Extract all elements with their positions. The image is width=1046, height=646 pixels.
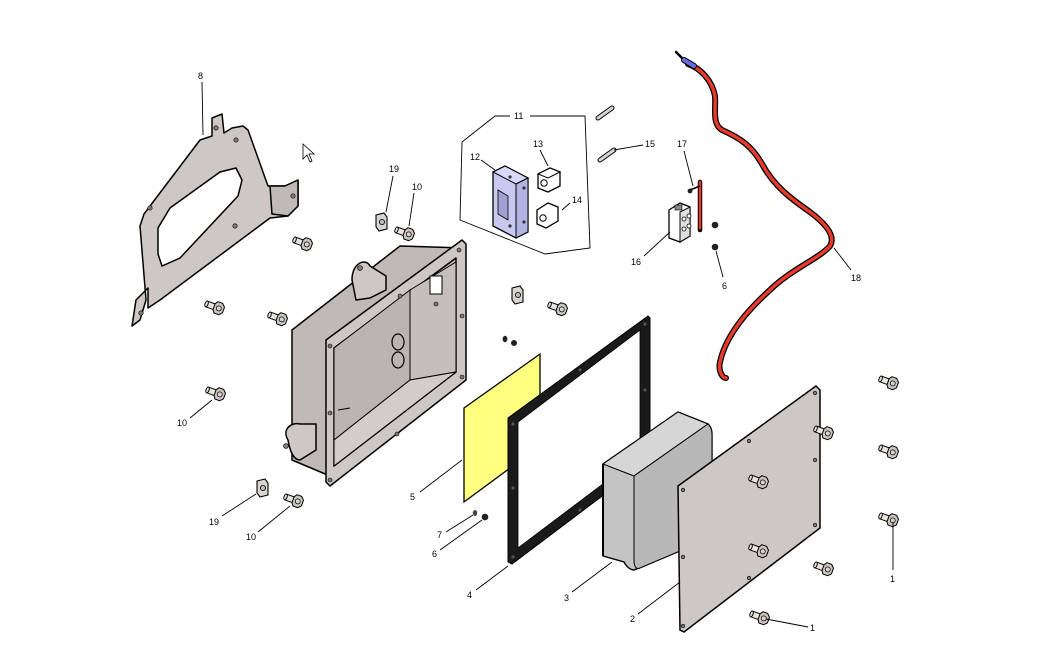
nut-part-6-lower — [481, 513, 489, 521]
back-plate-part-2 — [677, 385, 821, 633]
callout-3: 3 — [564, 593, 569, 603]
cable-part-18 — [674, 50, 835, 381]
callout-11: 11 — [514, 111, 523, 121]
callout-15: 15 — [645, 139, 655, 149]
callout-1-right: 1 — [890, 574, 895, 584]
washer-part-7 — [472, 510, 478, 516]
screw-part-15 — [595, 105, 617, 163]
clamp-block-part-13 — [536, 167, 562, 193]
kit-outline-part-11: 11 — [459, 111, 591, 255]
callout-10-upper: 10 — [412, 182, 422, 192]
callout-19-lower: 19 — [209, 517, 219, 527]
callout-1-bottom: 1 — [810, 623, 815, 633]
callout-4: 4 — [467, 590, 472, 600]
callout-7: 7 — [437, 530, 442, 540]
mounting-bracket-part-8 — [131, 113, 299, 327]
callout-17: 17 — [677, 139, 687, 149]
jumper-wire-part-17 — [687, 179, 703, 233]
callout-8: 8 — [198, 71, 203, 81]
callout-2: 2 — [630, 614, 635, 624]
washers-upper — [502, 335, 517, 346]
callout-5: 5 — [410, 492, 415, 502]
terminal-part-16 — [668, 202, 692, 243]
callout-6-lower: 6 — [432, 549, 437, 559]
nut-part-6-upper — [711, 221, 719, 251]
callout-10-lower: 10 — [246, 532, 256, 542]
callout-12: 12 — [470, 152, 480, 162]
callout-6-upper: 6 — [722, 281, 727, 291]
callout-19-upper: 19 — [389, 164, 399, 174]
clamp-block-part-14 — [536, 202, 559, 229]
arrow-cursor-icon — [302, 143, 316, 163]
callout-18: 18 — [851, 273, 861, 283]
terminal-block-part-12 — [491, 165, 530, 239]
callout-13: 13 — [533, 139, 543, 149]
housing-box — [283, 239, 467, 487]
callout-16: 16 — [631, 257, 641, 267]
callout-14: 14 — [572, 195, 582, 205]
callout-10-left: 10 — [177, 418, 187, 428]
